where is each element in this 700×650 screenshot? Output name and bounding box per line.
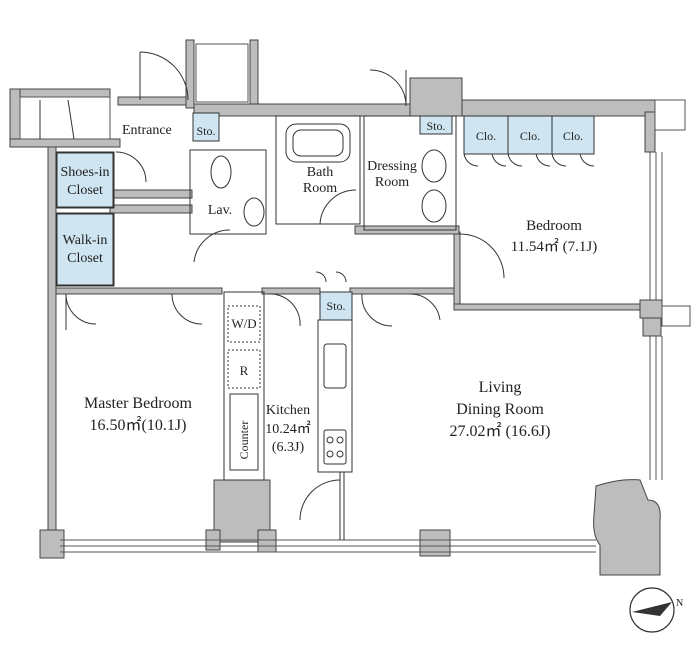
labels: Entrance Sto. Shoes-in Closet Walk-in Cl… <box>61 119 598 459</box>
washer-dryer-box <box>227 305 261 343</box>
storage-entrance <box>192 112 220 142</box>
label-sto-entrance: Sto. <box>196 124 215 138</box>
label-bath-2: Room <box>303 181 337 196</box>
walk-in-closet <box>56 213 114 286</box>
label-lav: Lav. <box>208 203 232 218</box>
label-wd: W/D <box>231 316 256 331</box>
label-walk-in-2: Closet <box>67 251 103 266</box>
shoes-in-closet <box>56 152 114 208</box>
label-dining-room: Dining Room <box>456 401 544 418</box>
label-sto-dressing: Sto. <box>426 119 445 133</box>
label-shoes-in-2: Closet <box>67 183 103 198</box>
appliances <box>227 305 261 389</box>
label-sto-hall: Sto. <box>326 299 345 313</box>
label-clo-3: Clo. <box>563 129 583 143</box>
label-entrance: Entrance <box>122 123 172 138</box>
label-living-area: 27.02㎡ (16.6J) <box>450 422 551 440</box>
closet-2 <box>507 115 553 155</box>
interior-lines <box>39 51 595 540</box>
refrigerator-box <box>227 349 261 389</box>
window-frames <box>19 43 691 553</box>
label-bedroom: Bedroom <box>526 218 582 234</box>
label-bedroom-area: 11.54㎡ (7.1J) <box>511 238 598 255</box>
label-master-bedroom-area: 16.50㎡(10.1J) <box>90 416 187 434</box>
label-walk-in-1: Walk-in <box>63 233 108 248</box>
label-master-bedroom: Master Bedroom <box>84 395 193 412</box>
label-counter: Counter <box>237 421 251 460</box>
label-clo-1: Clo. <box>476 129 496 143</box>
walls <box>9 39 663 576</box>
closet-3 <box>551 115 595 155</box>
label-refrigerator: R <box>240 363 249 378</box>
label-kitchen: Kitchen <box>266 403 310 418</box>
label-dressing-1: Dressing <box>367 159 417 174</box>
label-kitchen-jo: (6.3J) <box>272 440 305 455</box>
label-kitchen-area: 10.24㎡ <box>265 421 311 437</box>
closet-1 <box>463 115 509 155</box>
storage-hall <box>319 291 353 321</box>
storage-dressing <box>419 115 453 135</box>
compass-icon: N <box>629 587 683 633</box>
label-clo-2: Clo. <box>520 129 540 143</box>
label-dressing-2: Room <box>375 175 409 190</box>
label-bath-1: Bath <box>307 165 333 180</box>
compass-north-label: N <box>676 598 683 609</box>
label-shoes-in-1: Shoes-in <box>61 165 110 180</box>
closet-fills <box>56 112 595 321</box>
label-living: Living <box>479 379 522 396</box>
